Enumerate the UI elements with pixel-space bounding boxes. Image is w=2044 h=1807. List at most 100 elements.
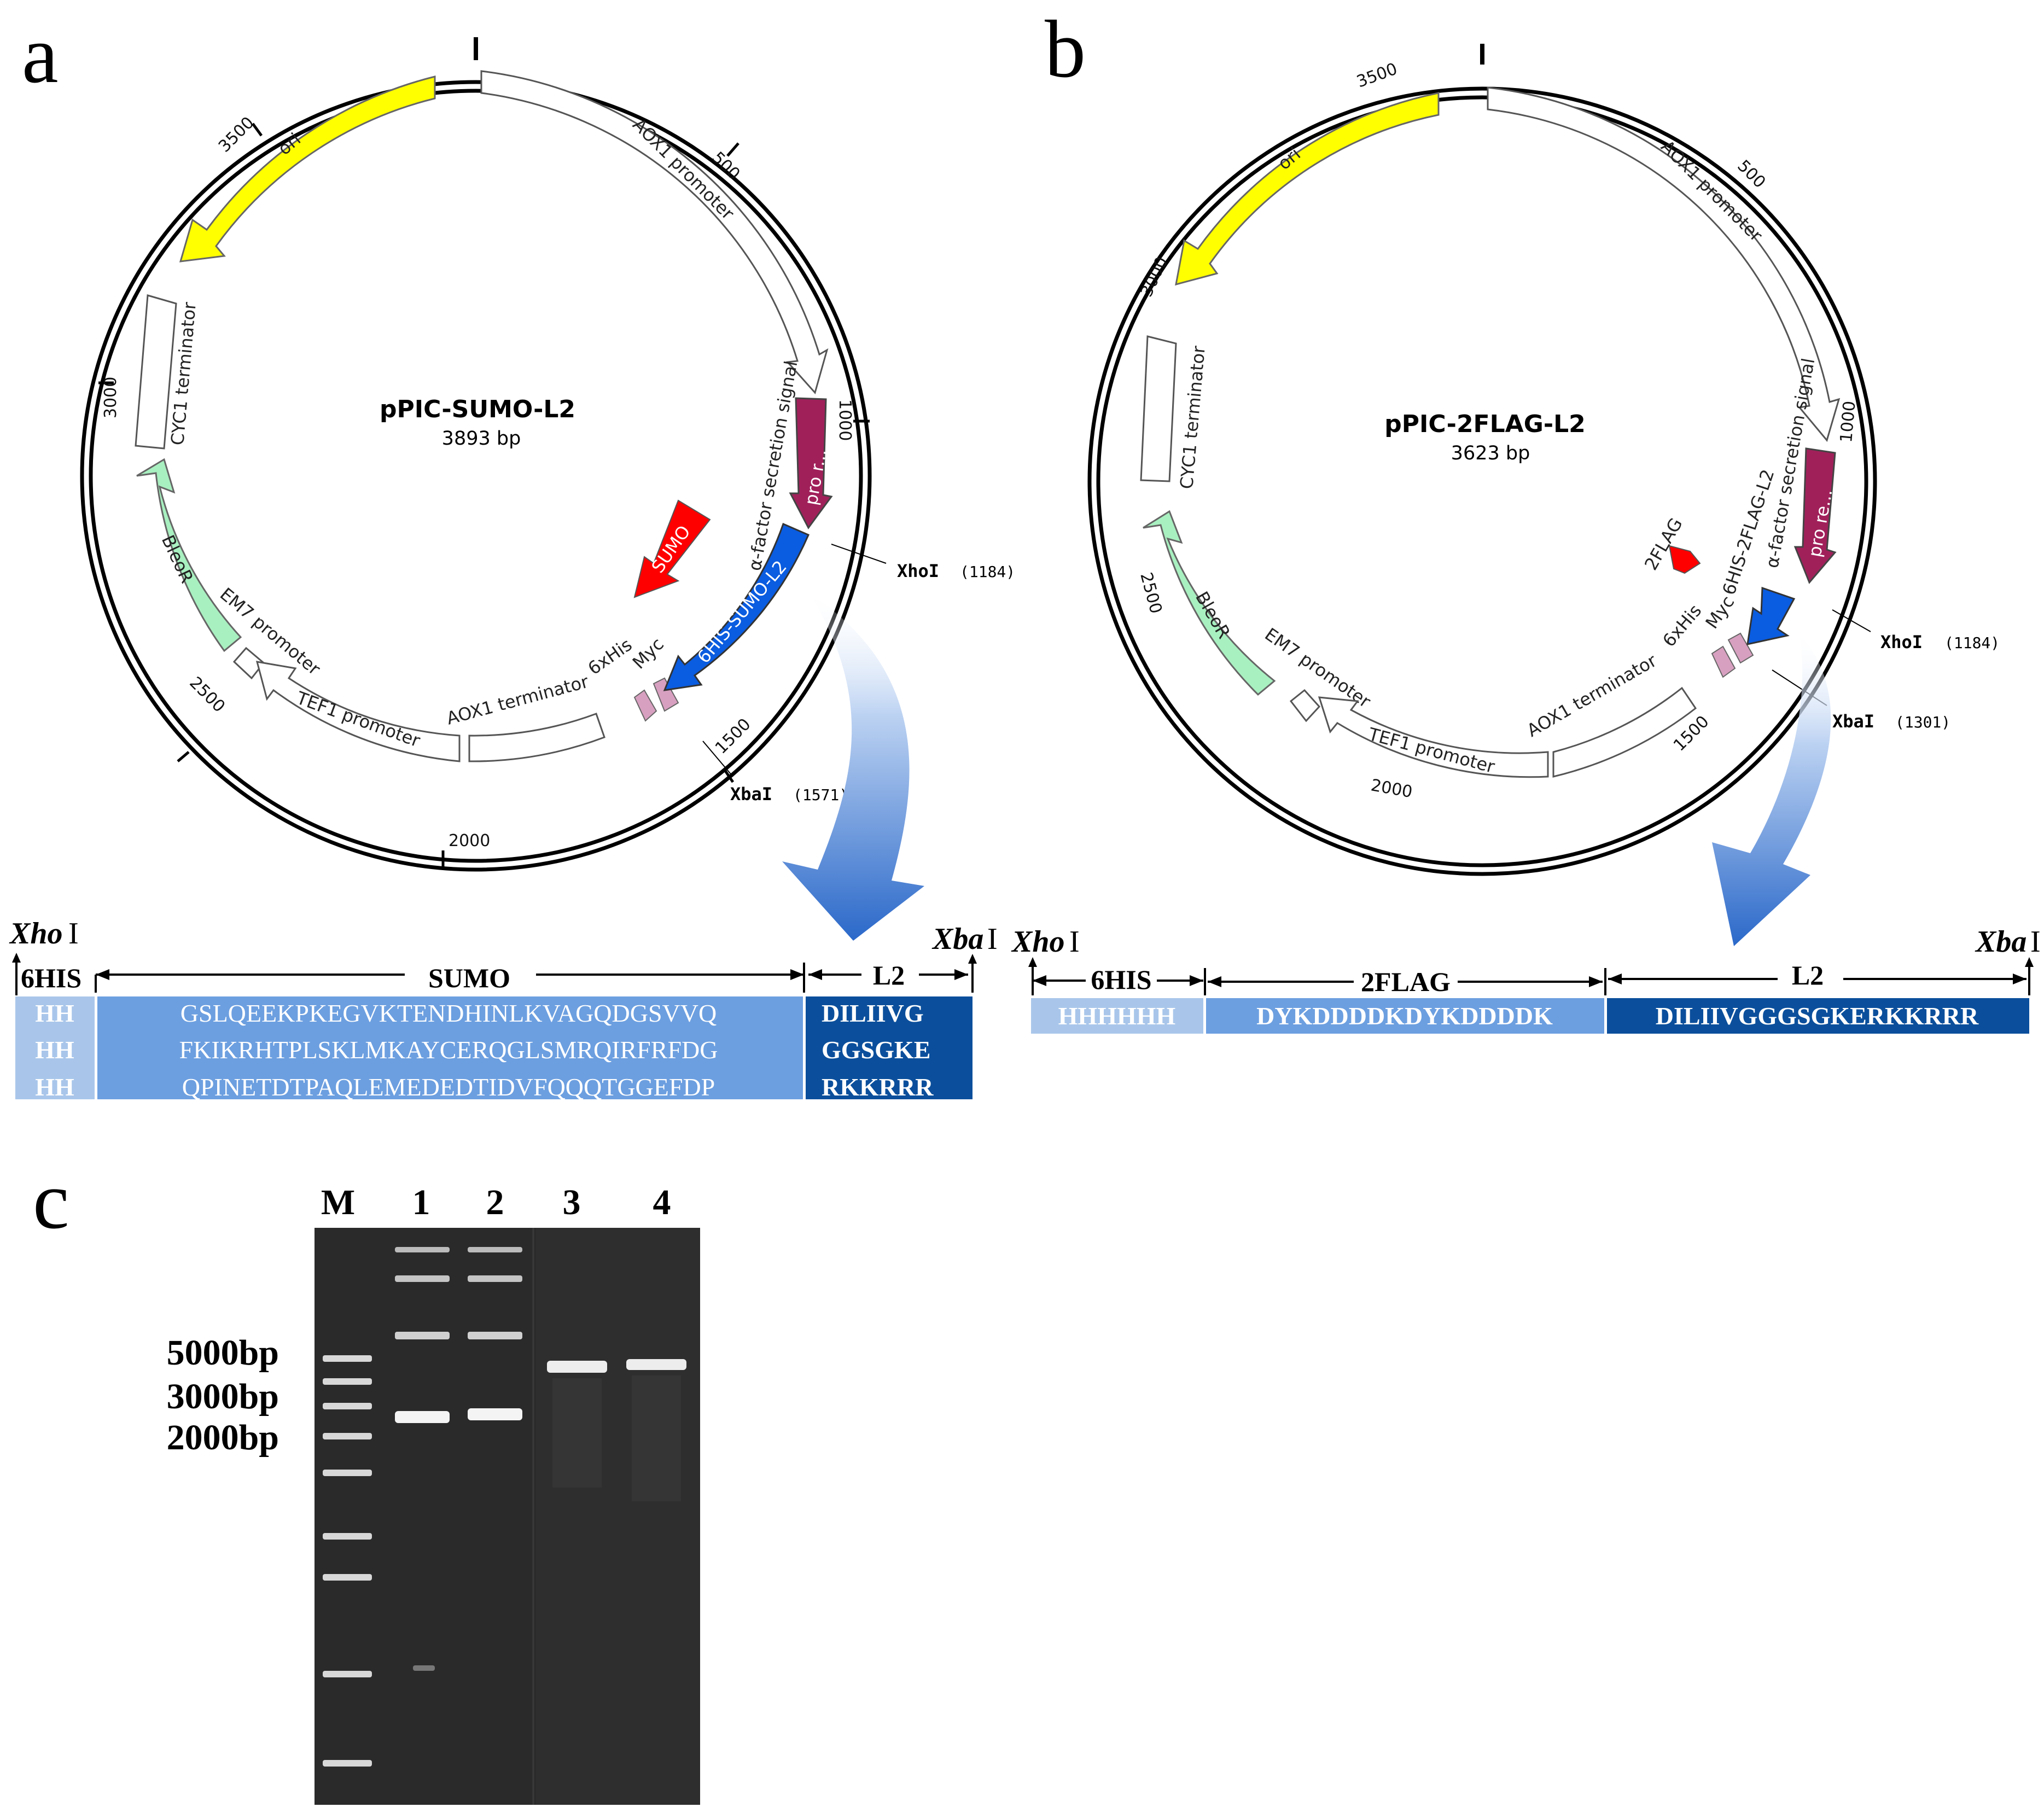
construct-a-seg0-label: 6HIS bbox=[21, 963, 81, 993]
construct-a-seg1-label: SUMO bbox=[428, 963, 510, 993]
construct-b-seg0-row0: HHHHHH bbox=[1058, 1002, 1176, 1030]
tick-b-2000: 2000 bbox=[1370, 776, 1414, 802]
plasmid-b-backbone-outer bbox=[1087, 86, 1877, 876]
lane-3-bands bbox=[547, 1361, 607, 1488]
tick-2500: 2500 bbox=[185, 673, 229, 716]
panel-b-letter: b bbox=[1045, 4, 1086, 95]
plasmid-b-title: pPIC-2FLAG-L2 bbox=[1384, 410, 1585, 438]
b-em7-promoter-arrow bbox=[1289, 689, 1321, 722]
site-xhoi-name: XhoI bbox=[897, 561, 939, 581]
b-his6-tag-shape bbox=[1711, 645, 1736, 678]
ori-arrow bbox=[179, 75, 436, 263]
construct-a-seg1-row2: QPINETDTPAQLEMEDEDTIDVFQQQTGGEFDP bbox=[182, 1073, 715, 1101]
construct-b-left-enzyme: Xho bbox=[1011, 925, 1065, 959]
b-flag-arrow bbox=[1668, 545, 1701, 574]
lane-2-bands bbox=[468, 1247, 522, 1420]
site-xbai-pos: (1571) bbox=[793, 786, 848, 804]
myc-tag-shape bbox=[653, 677, 679, 712]
sumo-arrow bbox=[633, 499, 711, 598]
aox1-terminator-label: AOX1 terminator bbox=[444, 671, 591, 729]
b-em7-promoter-label: EM7 promoter bbox=[1261, 623, 1375, 712]
construct-a-seg0-block bbox=[15, 996, 95, 1099]
lane-label-4: 4 bbox=[653, 1182, 671, 1222]
aox1-promoter-arrow bbox=[480, 70, 829, 395]
xhoi-leader-line bbox=[831, 544, 887, 564]
his-sumo-l2-arrow bbox=[663, 522, 810, 691]
construct-a-seg2-row0: DILIIVG bbox=[822, 999, 924, 1027]
plasmid-backbone-outer bbox=[80, 80, 872, 872]
construct-b-right-enzyme-suffix: I bbox=[2030, 925, 2041, 959]
his-sumo-l2-label: 6HIS-SUMO-L2 bbox=[693, 556, 791, 667]
lane-4-bands bbox=[626, 1359, 686, 1501]
lane-label-m: M bbox=[321, 1182, 355, 1222]
tick-b-1000: 1000 bbox=[1837, 400, 1860, 444]
tick-3000: 3000 bbox=[101, 377, 120, 418]
lane-label-1: 1 bbox=[412, 1182, 430, 1222]
tick-2000: 2000 bbox=[449, 831, 490, 850]
construct-b-seg0-label: 6HIS bbox=[1091, 964, 1151, 995]
b-xhoi-leader-line bbox=[1832, 609, 1871, 632]
construct-b-right-enzyme: Xba bbox=[1975, 925, 2026, 959]
construct-b-seg1-row0: DYKDDDDKDYKDDDDK bbox=[1256, 1002, 1553, 1030]
panel-b: b 3500 500 1000 1500 2000 2500 3000 AOX1… bbox=[1011, 4, 2041, 1034]
b-cyc1-terminator-label: CYC1 terminator bbox=[1176, 345, 1209, 490]
position-ticks-b: 3500 500 1000 1500 2000 2500 3000 bbox=[1136, 60, 1859, 802]
b-myc-tag-shape bbox=[1727, 632, 1754, 664]
plasmid-b-size: 3623 bp bbox=[1451, 442, 1530, 464]
ladder-bands bbox=[323, 1355, 372, 1767]
tick-b-3500: 3500 bbox=[1354, 60, 1400, 92]
construct-b-left-enzyme-suffix: I bbox=[1069, 925, 1080, 959]
construct-a-seg1-row1: FKIKRHTPLSKLMKAYCERQGLSMRQIRFRFDG bbox=[179, 1036, 718, 1064]
b-cyc1-terminator-box bbox=[1140, 335, 1177, 482]
expansion-arrow-b bbox=[1712, 634, 1831, 946]
construct-b: Xho I Xba I 6HIS 2FLAG L2 bbox=[1011, 925, 2041, 1034]
tick-b-2500: 2500 bbox=[1136, 570, 1166, 616]
b-his6-tag-label: 6xHis bbox=[1658, 601, 1705, 651]
his6-tag-shape bbox=[633, 689, 657, 722]
expansion-arrow-a bbox=[782, 593, 924, 941]
xbai-leader-line bbox=[702, 741, 733, 777]
plasmid-a-title: pPIC-SUMO-L2 bbox=[380, 395, 575, 423]
plasmid-a-size: 3893 bp bbox=[442, 428, 521, 450]
bleor-arrow bbox=[136, 458, 242, 652]
tick-b-3000: 3000 bbox=[1137, 254, 1172, 300]
tick-1000: 1000 bbox=[835, 399, 854, 441]
aox1-terminator-box bbox=[468, 713, 605, 762]
marker-5000bp: 5000bp bbox=[167, 1333, 279, 1373]
construct-b-seg1-label: 2FLAG bbox=[1361, 966, 1451, 997]
tef1-promoter-arrow bbox=[255, 661, 461, 762]
b-alpha-factor-arrow bbox=[1793, 447, 1837, 584]
b-myc-tag-label: Myc bbox=[1701, 592, 1738, 632]
panel-c-letter: c bbox=[33, 1155, 69, 1246]
lane-label-3: 3 bbox=[563, 1182, 581, 1222]
construct-a-seg0-row2: HH bbox=[35, 1073, 74, 1101]
lane-label-2: 2 bbox=[486, 1182, 504, 1222]
construct-a-seg2-block bbox=[806, 996, 972, 1099]
construct-b-seg1-block bbox=[1206, 998, 1604, 1034]
construct-a-right-enzyme-suffix: I bbox=[987, 922, 998, 956]
construct-b-seg2-row0: DILIIVGGGSGKERKKRRR bbox=[1656, 1002, 1979, 1030]
tick-b-500: 500 bbox=[1733, 156, 1769, 192]
construct-a-left-enzyme: Xho bbox=[9, 917, 63, 951]
cyc1-terminator-box bbox=[135, 294, 177, 450]
marker-3000bp: 3000bp bbox=[167, 1377, 279, 1417]
b-site-xbai-pos: (1301) bbox=[1895, 713, 1950, 731]
tef1-promoter-label: TEF1 promoter bbox=[293, 687, 423, 751]
construct-a-seg0-row1: HH bbox=[35, 1036, 74, 1064]
marker-2000bp: 2000bp bbox=[167, 1418, 279, 1458]
alpha-factor-arrow bbox=[789, 397, 833, 529]
tick-500: 500 bbox=[708, 148, 743, 184]
construct-b-seg2-block bbox=[1607, 998, 2029, 1034]
b-site-xbai-name: XbaI bbox=[1832, 711, 1874, 732]
construct-a-seg2-row2: RKKRRR bbox=[822, 1073, 934, 1101]
panel-a-letter: a bbox=[22, 9, 59, 100]
construct-a: Xho I Xba I 6HIS SUMO L2 HH HH bbox=[9, 917, 998, 1101]
site-xbai-name: XbaI bbox=[730, 784, 772, 805]
construct-a-seg1-block bbox=[97, 996, 803, 1099]
b-tef1-promoter-arrow bbox=[1318, 696, 1549, 778]
myc-tag-label: Myc bbox=[628, 633, 668, 673]
tick-1500: 1500 bbox=[712, 715, 755, 758]
construct-b-seg2-label: L2 bbox=[1792, 960, 1824, 990]
b-site-xhoi-name: XhoI bbox=[1880, 632, 1923, 652]
